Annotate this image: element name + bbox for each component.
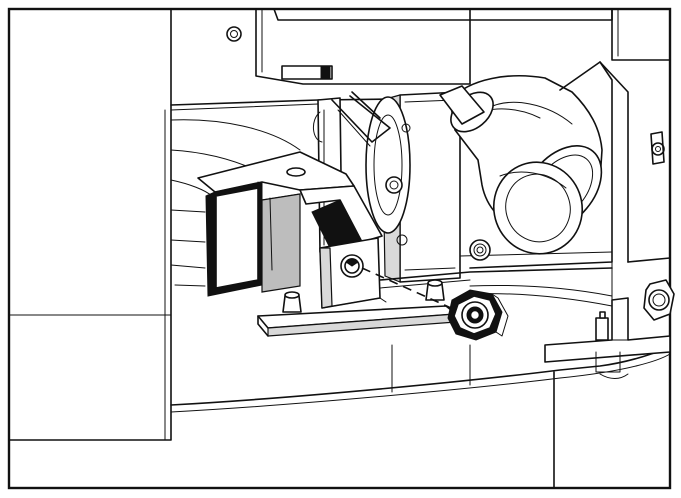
upper-cover-plate (226, 8, 471, 85)
left-housing-panel (8, 8, 172, 441)
drum-housing (170, 119, 301, 287)
bracket-plate (197, 151, 387, 309)
base-floor (170, 344, 671, 489)
right-hex-nut (643, 279, 675, 321)
base-stud-right (425, 279, 445, 301)
lower-rail (379, 267, 671, 379)
elbow-pipe (439, 61, 613, 269)
bracket-bolt (340, 254, 364, 278)
dashed-alignment-line (361, 267, 461, 313)
base-stud-left (282, 291, 302, 313)
frame-screw (650, 131, 665, 165)
frame-border (7, 7, 672, 490)
mounting-base-plate (257, 279, 457, 337)
hex-nut (447, 289, 509, 341)
